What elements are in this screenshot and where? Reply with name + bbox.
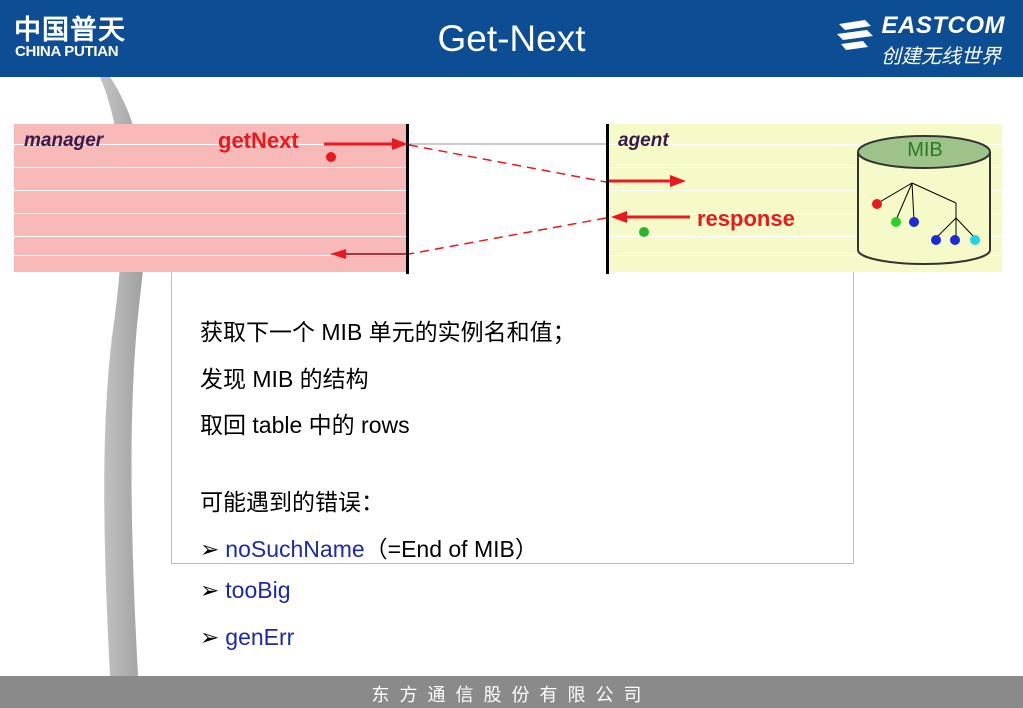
manager-boundary-line — [406, 124, 409, 274]
footer-company-name: 东方通信股份有限公司 — [371, 685, 652, 705]
text-line-3: 取回 table 中的 rows — [200, 412, 410, 438]
error-item: ➢genErr — [200, 624, 294, 651]
text-line-1: 获取下一个 MIB 单元的实例名和值； — [200, 319, 576, 345]
request-dot — [326, 152, 336, 162]
error-item: ➢noSuchName（=End of MIB） — [200, 530, 538, 564]
mib-label: MIB — [907, 139, 943, 161]
logo-china-putian-en: CHINA PUTIAN — [15, 43, 119, 60]
manager-box: manager — [14, 124, 408, 272]
mib-database-icon — [857, 135, 991, 265]
agent-boundary-line — [606, 124, 609, 274]
manager-label: manager — [24, 130, 104, 151]
slide-title: Get-Next — [437, 18, 586, 59]
eastcom-slogan: 创建无线世界 — [881, 44, 1001, 68]
bullet-arrow-icon: ➢ — [200, 536, 220, 562]
eastcom-logo-icon — [837, 20, 873, 50]
response-dot — [639, 227, 649, 237]
logo-china-putian-cn: 中国普天 — [14, 15, 126, 46]
error-name: noSuchName — [225, 536, 365, 562]
getnext-label: getNext — [218, 128, 299, 153]
error-item: ➢tooBig — [200, 577, 291, 604]
agent-label: agent — [618, 130, 669, 151]
text-line-2: 发现 MIB 的结构 — [200, 366, 369, 392]
errors-heading: 可能遇到的错误： — [200, 489, 384, 515]
footer-bar: 东方通信股份有限公司 — [0, 676, 1023, 708]
header-bar: 中国普天 CHINA PUTIAN Get-Next EASTCOM 创建无线世… — [0, 0, 1023, 77]
error-name: genErr — [225, 624, 295, 650]
bullet-arrow-icon: ➢ — [200, 624, 220, 650]
eastcom-logo-text: EASTCOM — [881, 12, 1005, 39]
error-note: （=End of MIB） — [364, 536, 538, 562]
error-name: tooBig — [225, 577, 291, 603]
request-dashed-line — [408, 144, 607, 183]
content-box — [171, 272, 854, 564]
response-dashed-line — [408, 217, 607, 255]
bullet-arrow-icon: ➢ — [200, 577, 220, 603]
response-label: response — [697, 206, 795, 231]
